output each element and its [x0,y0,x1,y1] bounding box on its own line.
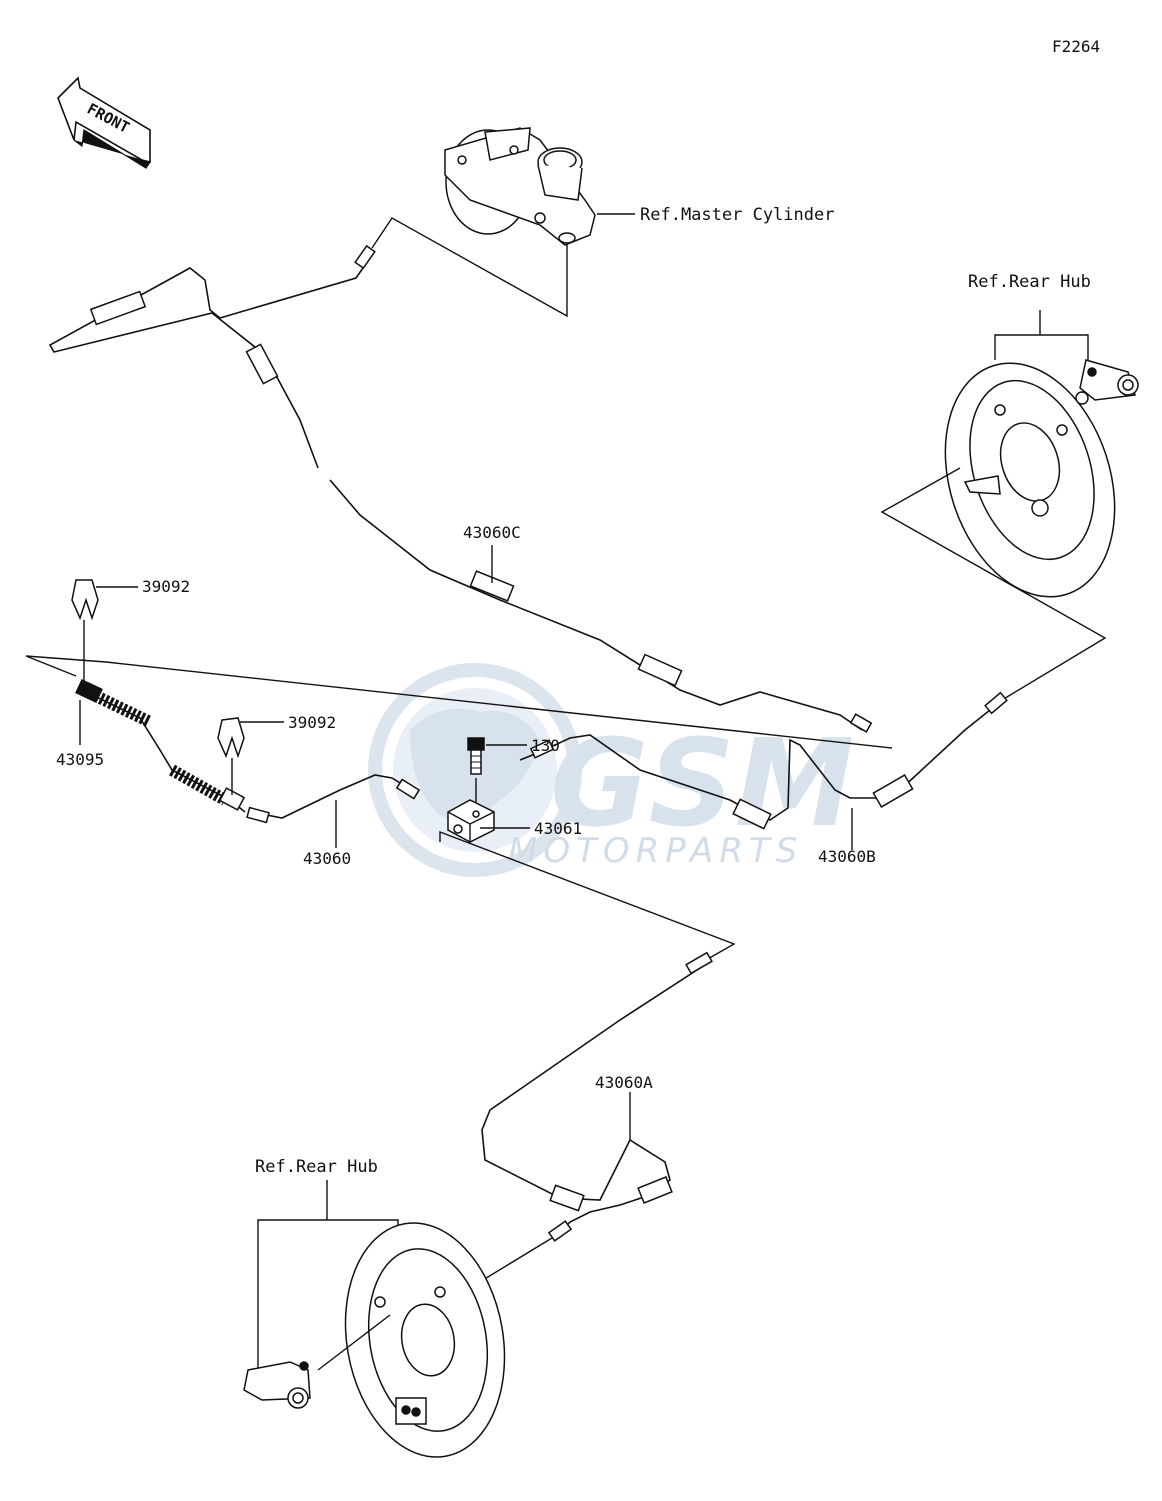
master-cylinder-icon [444,127,596,246]
figure-code: F2264 [1052,37,1100,56]
joint-block-icon [447,799,495,843]
label-rear-hub-left: Ref.Rear Hub [255,1157,378,1177]
label-43060b: 43060B [818,847,876,866]
label-43060a: 43060A [595,1073,653,1092]
clamp-icon [71,579,99,621]
pipe-43060a [481,951,713,1242]
pipe-43060b [519,691,1008,830]
label-43061: 43061 [534,819,582,838]
watermark-tagline: MOTORPARTS [508,831,803,871]
clamp-icon-mid [217,717,245,759]
front-arrow-icon: FRONT [57,76,151,169]
wheel-cylinder-icon [1075,359,1139,405]
pipe-43060 [246,774,421,824]
label-master-cylinder: Ref.Master Cylinder [640,205,834,225]
pipe-43060c [48,244,873,733]
label-43060c: 43060C [463,523,521,542]
bolt-icon [467,737,485,775]
label-43095: 43095 [56,750,104,769]
brake-backing-plate-icon [944,362,1116,598]
hose-43095 [75,679,246,813]
brake-backing-plate-icon-left [344,1222,506,1458]
label-39092-top: 39092 [142,577,190,596]
label-rear-hub-right: Ref.Rear Hub [968,272,1091,292]
label-39092-mid: 39092 [288,713,336,732]
label-43060: 43060 [303,849,351,868]
label-130: 130 [531,736,560,755]
watermark: GSM MOTORPARTS [368,663,854,877]
wheel-cylinder-icon-left [243,1361,311,1409]
